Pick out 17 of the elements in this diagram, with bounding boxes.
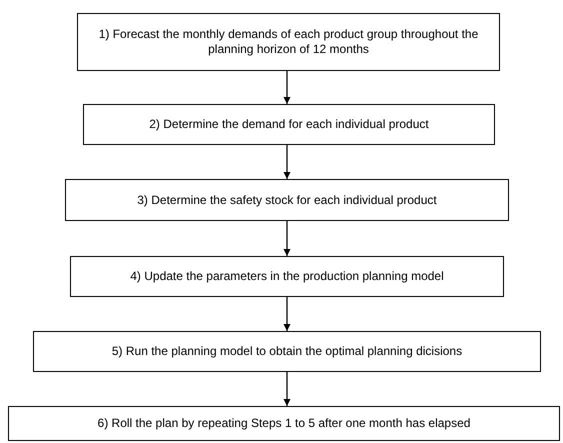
step-text: 5) Run the planning model to obtain the optimal planning dicisions	[112, 344, 462, 359]
step-text: 4) Update the parameters in the production planning model	[130, 269, 444, 284]
arrow	[284, 221, 290, 256]
process-box	[77, 13, 500, 71]
process-box	[65, 179, 509, 221]
arrow	[284, 145, 290, 179]
step-text: 1) Forecast the monthly demands of each product group throughout the planning horizon of 12 months	[98, 27, 480, 57]
arrow	[284, 71, 290, 104]
step-text: 2) Determine the demand for each individual product	[149, 117, 429, 132]
process-box	[33, 331, 541, 372]
arrow	[284, 372, 290, 406]
process-box	[8, 406, 560, 441]
step-text: 3) Determine the safety stock for each individual product	[137, 192, 437, 208]
process-box	[83, 104, 495, 145]
step-text: 6) Roll the plan by repeating Steps 1 to 5 after one month has elapsed	[98, 416, 470, 431]
arrow	[284, 297, 290, 331]
process-box	[70, 256, 504, 297]
